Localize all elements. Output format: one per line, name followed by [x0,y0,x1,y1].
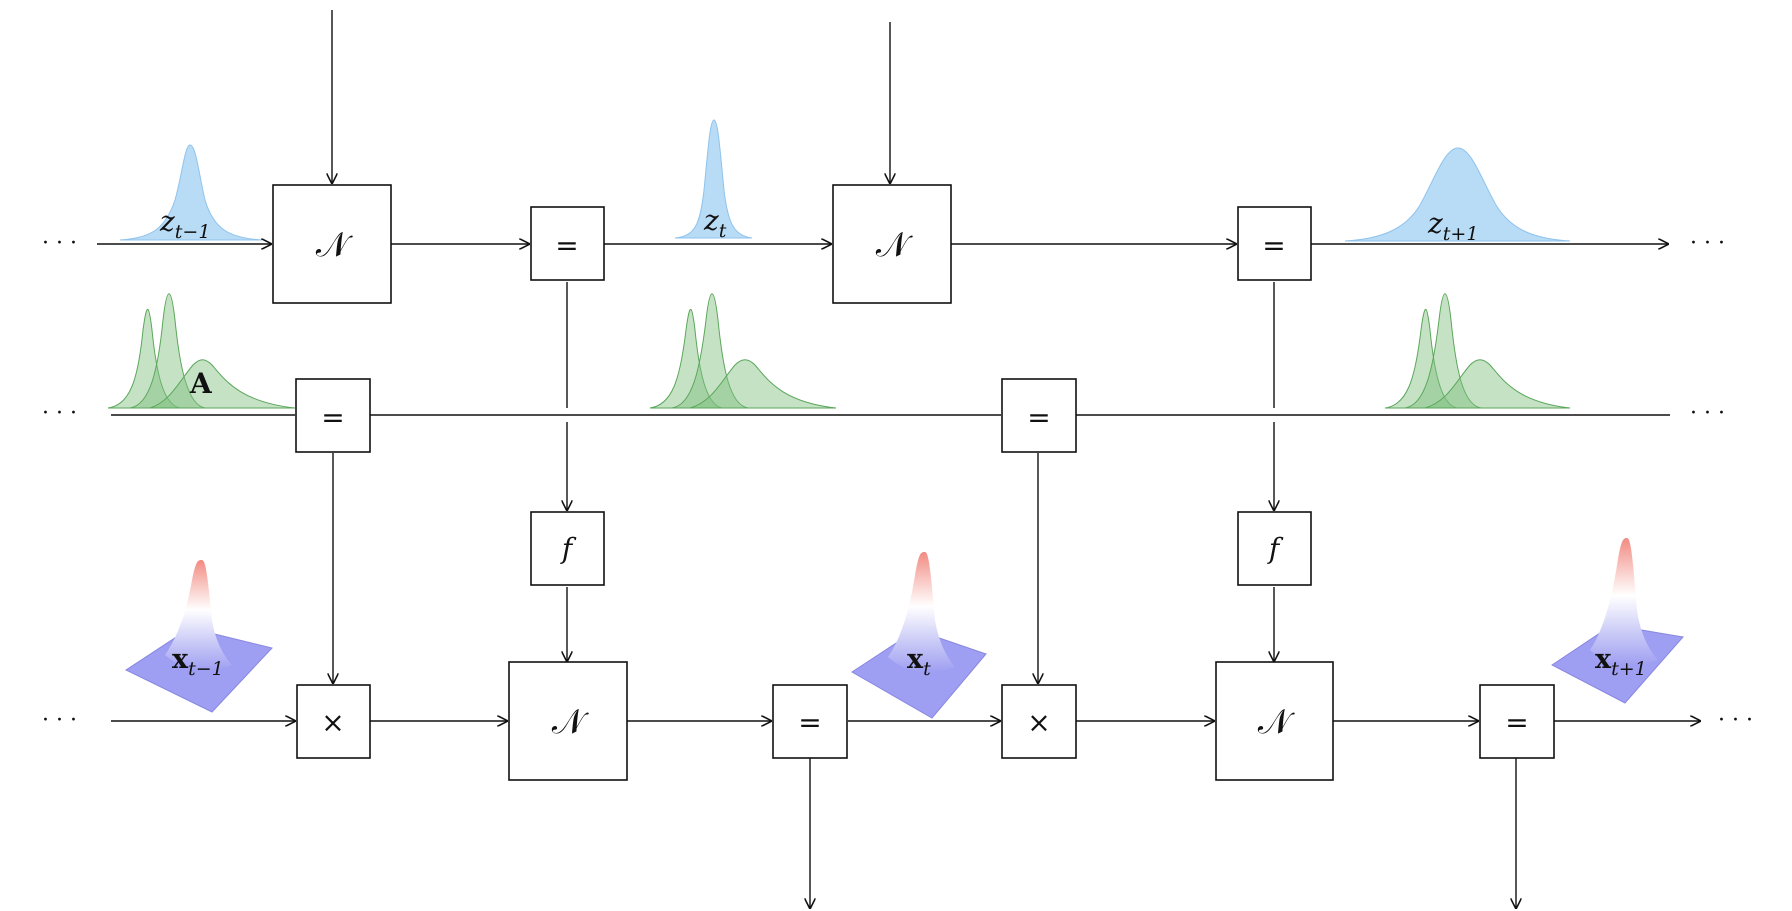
svg-text:xt+1: xt+1 [1595,644,1647,680]
svg-text:xt−1: xt−1 [172,644,224,680]
z-curr-label: zt [703,204,727,242]
svg-text:=: = [1027,401,1050,434]
multiply-node-1[interactable]: × [296,684,371,759]
svg-text:zt−1: zt−1 [159,205,210,243]
equality-node-top-1[interactable]: = [530,206,605,281]
equality-node-bottom-2[interactable]: = [1479,684,1555,759]
svg-text:𝒩: 𝒩 [552,702,589,742]
x-next-label: xt+1 [1595,644,1647,680]
z-next-distribution [1344,147,1571,242]
svg-text:xt: xt [907,644,931,680]
z-prev-distribution [119,144,263,241]
svg-text:=: = [555,229,578,262]
gaussian-node-bottom-2[interactable]: 𝒩 [1215,661,1334,781]
gaussian-node-top-1[interactable]: 𝒩 [272,184,392,304]
svg-text:×: × [1027,706,1050,739]
ellipsis-top-left: · · · [42,231,77,256]
svg-text:=: = [1262,229,1285,262]
x-curr-distribution [851,552,987,719]
svg-text:×: × [321,706,344,739]
svg-text:zt+1: zt+1 [1427,207,1478,245]
svg-text:𝒩: 𝒩 [876,225,913,265]
x-curr-label: xt [907,644,931,680]
x-prev-distribution [124,560,273,713]
svg-text:=: = [798,706,821,739]
equality-node-top-2[interactable]: = [1237,206,1312,281]
equality-node-mid-2[interactable]: = [1001,378,1077,453]
ellipsis-bottom-right: · · · [1718,708,1753,733]
ellipsis-bottom-left: · · · [42,708,77,733]
svg-text:𝒩: 𝒩 [316,225,353,265]
gaussian-node-bottom-1[interactable]: 𝒩 [508,661,628,781]
A-label: A [189,367,213,400]
z-next-label: zt+1 [1427,207,1478,245]
equality-node-bottom-1[interactable]: = [772,684,848,759]
gaussian-node-top-2[interactable]: 𝒩 [832,184,952,304]
svg-text:zt: zt [703,204,727,242]
x-next-distribution [1551,538,1684,704]
function-node-2[interactable]: f [1237,511,1312,586]
z-prev-label: zt−1 [159,205,210,243]
svg-text:𝒩: 𝒩 [1258,702,1295,742]
svg-text:=: = [1505,706,1528,739]
ellipsis-mid-left: · · · [42,401,77,426]
edges [97,10,1700,908]
svg-text:=: = [321,401,344,434]
ellipsis-top-right: · · · [1690,231,1725,256]
A-next-distribution [1384,293,1571,409]
A-prev-distribution [107,293,296,409]
multiply-node-2[interactable]: × [1001,684,1077,759]
A-curr-distribution [649,293,837,409]
ellipsis-mid-right: · · · [1690,401,1725,426]
equality-node-mid-1[interactable]: = [295,378,371,453]
function-node-1[interactable]: f [530,511,605,586]
x-prev-label: xt−1 [172,644,224,680]
z-curr-distribution [674,119,753,239]
